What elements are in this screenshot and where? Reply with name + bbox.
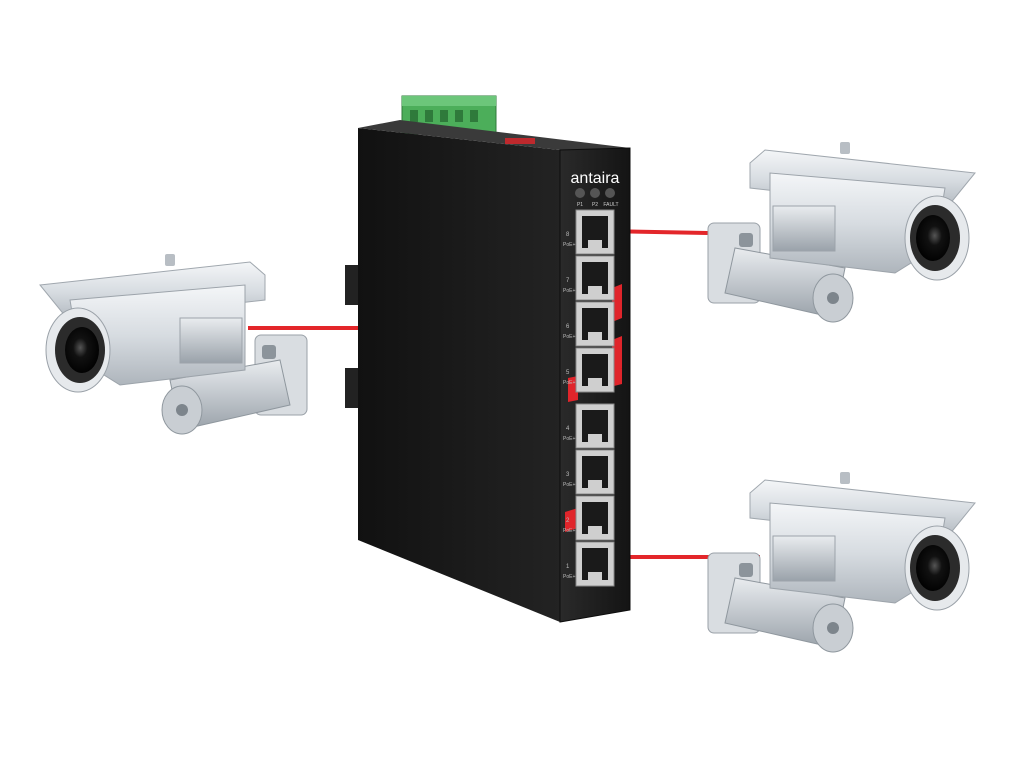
port-2[interactable] [575,495,615,541]
port-label-5: 5 [566,370,570,376]
led-p1 [575,188,585,198]
led-p2 [590,188,600,198]
industrial-poe-switch: antaira P1 P2 FAULT [345,95,631,623]
port-4[interactable] [575,403,615,449]
port-3[interactable] [575,449,615,495]
port-label-3: 3 [566,472,570,478]
ethernet-ports [575,209,615,587]
led-label-fault: FAULT [603,202,618,208]
poe-label-7: PoE+ [563,288,575,294]
camera-top-right [707,141,976,323]
poe-label-8: PoE+ [563,242,575,248]
poe-label-2: PoE+ [563,528,575,534]
status-led-group: P1 P2 FAULT [575,188,619,208]
port-5[interactable] [575,347,615,393]
led-label-p1: P1 [577,202,583,208]
port-label-2: 2 [566,518,570,524]
port-label-7: 7 [566,278,570,284]
power-terminal-block [401,95,497,135]
port-6[interactable] [575,301,615,347]
poe-label-1: PoE+ [563,574,575,580]
camera-bottom-right [707,471,976,653]
port-8[interactable] [575,209,615,255]
led-label-p2: P2 [592,202,598,208]
camera-left [39,253,308,435]
led-fault [605,188,615,198]
poe-label-4: PoE+ [563,436,575,442]
port-label-4: 4 [566,426,570,432]
port-1[interactable] [575,541,615,587]
brand-logo: antaira [571,170,620,187]
port-label-1: 1 [566,564,570,570]
port-labels: 8 7 6 5 4 3 2 1 [566,232,570,570]
port-7[interactable] [575,255,615,301]
switch-top-panel [358,120,630,150]
port-label-8: 8 [566,232,570,238]
poe-label-5: PoE+ [563,380,575,386]
port-label-6: 6 [566,324,570,330]
switch-side-panel [358,128,560,622]
poe-label-6: PoE+ [563,334,575,340]
poe-labels: PoE+ PoE+ PoE+ PoE+ PoE+ PoE+ PoE+ PoE+ [563,242,575,580]
poe-label-3: PoE+ [563,482,575,488]
